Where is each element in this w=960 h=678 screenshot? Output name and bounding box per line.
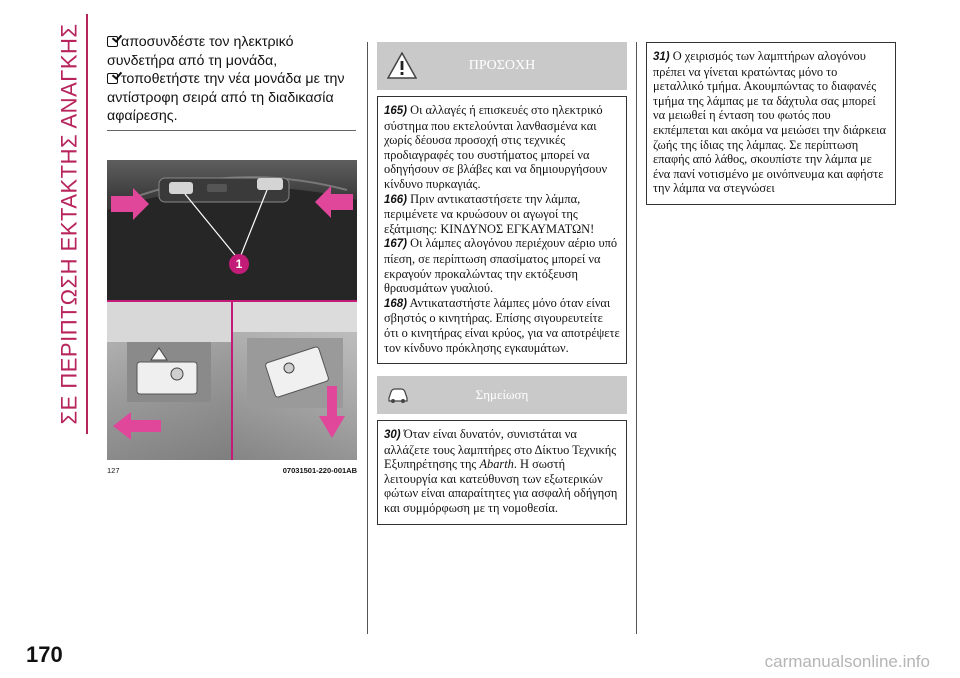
- watermark-text: carmanualsonline.info: [764, 652, 930, 671]
- caution-column: 31) Ο χειρισμός των λαμπτήρων αλογόνου π…: [646, 42, 896, 205]
- callout-number: 1: [236, 257, 243, 271]
- tailgate-drawing: 1: [107, 176, 357, 300]
- note-title: Σημείωση: [475, 387, 529, 403]
- warning-item: 165) Οι αλλαγές ή επισκευές στο ηλεκτρικ…: [384, 103, 608, 191]
- figure-separator: [107, 300, 357, 302]
- column-divider: [367, 42, 368, 634]
- note-section: Σημείωση 30) Όταν είναι δυνατόν, συνιστά…: [377, 376, 627, 525]
- note-header: Σημείωση: [377, 376, 627, 415]
- warning-triangle-icon: [387, 52, 417, 79]
- warning-body: 165) Οι αλλαγές ή επισκευές στο ηλεκτρικ…: [377, 96, 627, 365]
- callout-marker: [229, 254, 249, 274]
- arrow-right-icon: [111, 188, 149, 220]
- lamp-figure: 1: [107, 160, 357, 460]
- figure-detail-left: [107, 302, 231, 460]
- section-divider: [107, 130, 356, 131]
- arrow-left-icon: [113, 412, 161, 440]
- figure-separator: [231, 302, 233, 460]
- note-item: 30) Όταν είναι δυνατόν, συνιστάται να αλ…: [384, 427, 618, 516]
- step-item: τοποθετήστε την νέα μονάδα με την αντίστ…: [107, 71, 345, 124]
- checkmark-icon: [107, 73, 118, 84]
- chapter-title-text: ΣΕ ΠΕΡΙΠΤΩΣΗ ΕΚΤΑΚΤΗΣ ΑΝΑΓΚΗΣ: [57, 23, 83, 425]
- warning-header: ΠΡΟΣΟΧΗ: [377, 42, 627, 90]
- arrow-left-icon: [315, 186, 353, 218]
- caution-body: 31) Ο χειρισμός των λαμπτήρων αλογόνου π…: [646, 42, 896, 205]
- arrow-down-icon: [319, 386, 345, 438]
- figure-number: 127: [107, 466, 120, 475]
- chapter-rule: [86, 14, 88, 434]
- checkmark-icon: [107, 36, 118, 47]
- steps-column: αποσυνδέστε τον ηλεκτρικό συνδετήρα από …: [107, 33, 357, 126]
- caution-item: 31) Ο χειρισμός των λαμπτήρων αλογόνου π…: [653, 49, 886, 196]
- lamp-unit-right-drawing: [233, 302, 357, 438]
- column-divider: [636, 42, 637, 634]
- lamp-unit-left-drawing: [107, 302, 231, 440]
- step-item: αποσυνδέστε τον ηλεκτρικό συνδετήρα από …: [107, 34, 294, 69]
- figure-caption: 127 07031501-220-001AB: [107, 466, 357, 475]
- figure-detail-right: [233, 302, 357, 460]
- figure-code: 07031501-220-001AB: [282, 466, 357, 475]
- chapter-side-title: ΣΕ ΠΕΡΙΠΤΩΣΗ ΕΚΤΑΚΤΗΣ ΑΝΑΓΚΗΣ: [50, 14, 90, 434]
- page-number: 170: [26, 642, 63, 667]
- warning-item: 166) Πριν αντικαταστήσετε την λάμπα, περ…: [384, 191, 595, 236]
- note-body: 30) Όταν είναι δυνατόν, συνιστάται να αλ…: [377, 420, 627, 525]
- warning-item: 167) Οι λάμπες αλογόνου περιέχουν αέριο …: [384, 236, 618, 296]
- warning-item: 168) Αντικαταστήστε λάμπες μόνο όταν είν…: [384, 295, 620, 355]
- warning-title: ΠΡΟΣΟΧΗ: [468, 58, 536, 73]
- figure-tailgate-photo: 1: [107, 160, 357, 300]
- car-icon: [388, 388, 408, 404]
- warnings-column: ΠΡΟΣΟΧΗ 165) Οι αλλαγές ή επισκευές στο …: [377, 42, 627, 525]
